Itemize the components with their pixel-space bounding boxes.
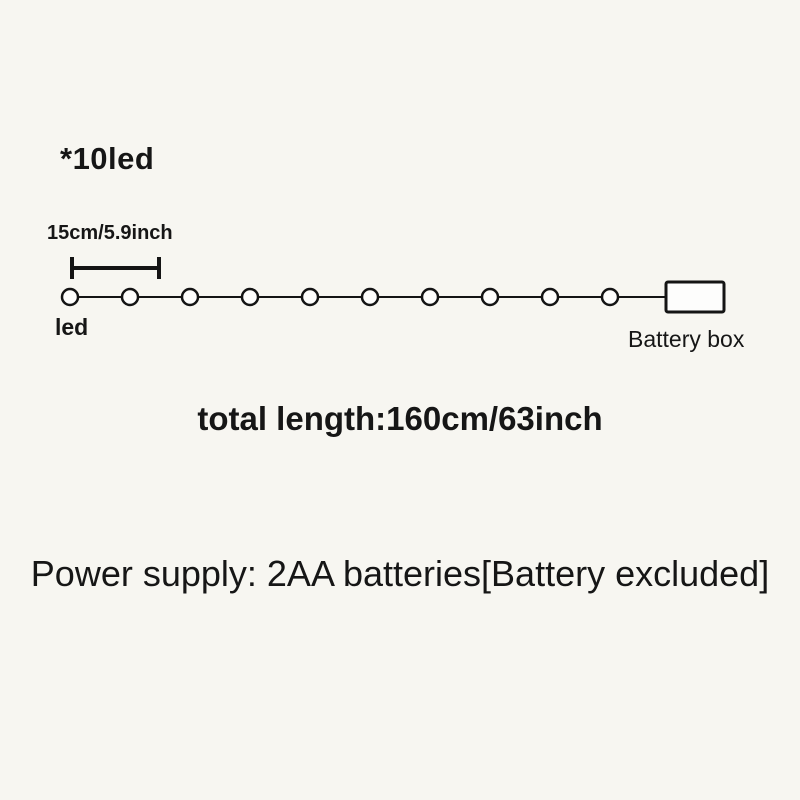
led-bulb [120, 287, 140, 307]
led-bulb [540, 287, 560, 307]
led-bulb [180, 287, 200, 307]
led-bulb [240, 287, 260, 307]
led-bulb [600, 287, 620, 307]
led-bulb [480, 287, 500, 307]
led-bulb [360, 287, 380, 307]
led-string-graphic [60, 257, 726, 314]
led-bulb [60, 287, 80, 307]
total-length-label: total length:160cm/63inch [197, 400, 603, 437]
measurement-bracket [70, 257, 161, 279]
led-label: led [55, 314, 89, 340]
battery-box-label: Battery box [628, 326, 745, 352]
power-supply-label: Power supply: 2AA batteries[Battery excl… [30, 553, 770, 594]
spacing-measurement-label: 15cm/5.9inch [47, 222, 173, 244]
led-count-label: *10led [60, 141, 155, 176]
battery-box-shape [664, 280, 726, 314]
led-bulb [300, 287, 320, 307]
led-bulb [420, 287, 440, 307]
